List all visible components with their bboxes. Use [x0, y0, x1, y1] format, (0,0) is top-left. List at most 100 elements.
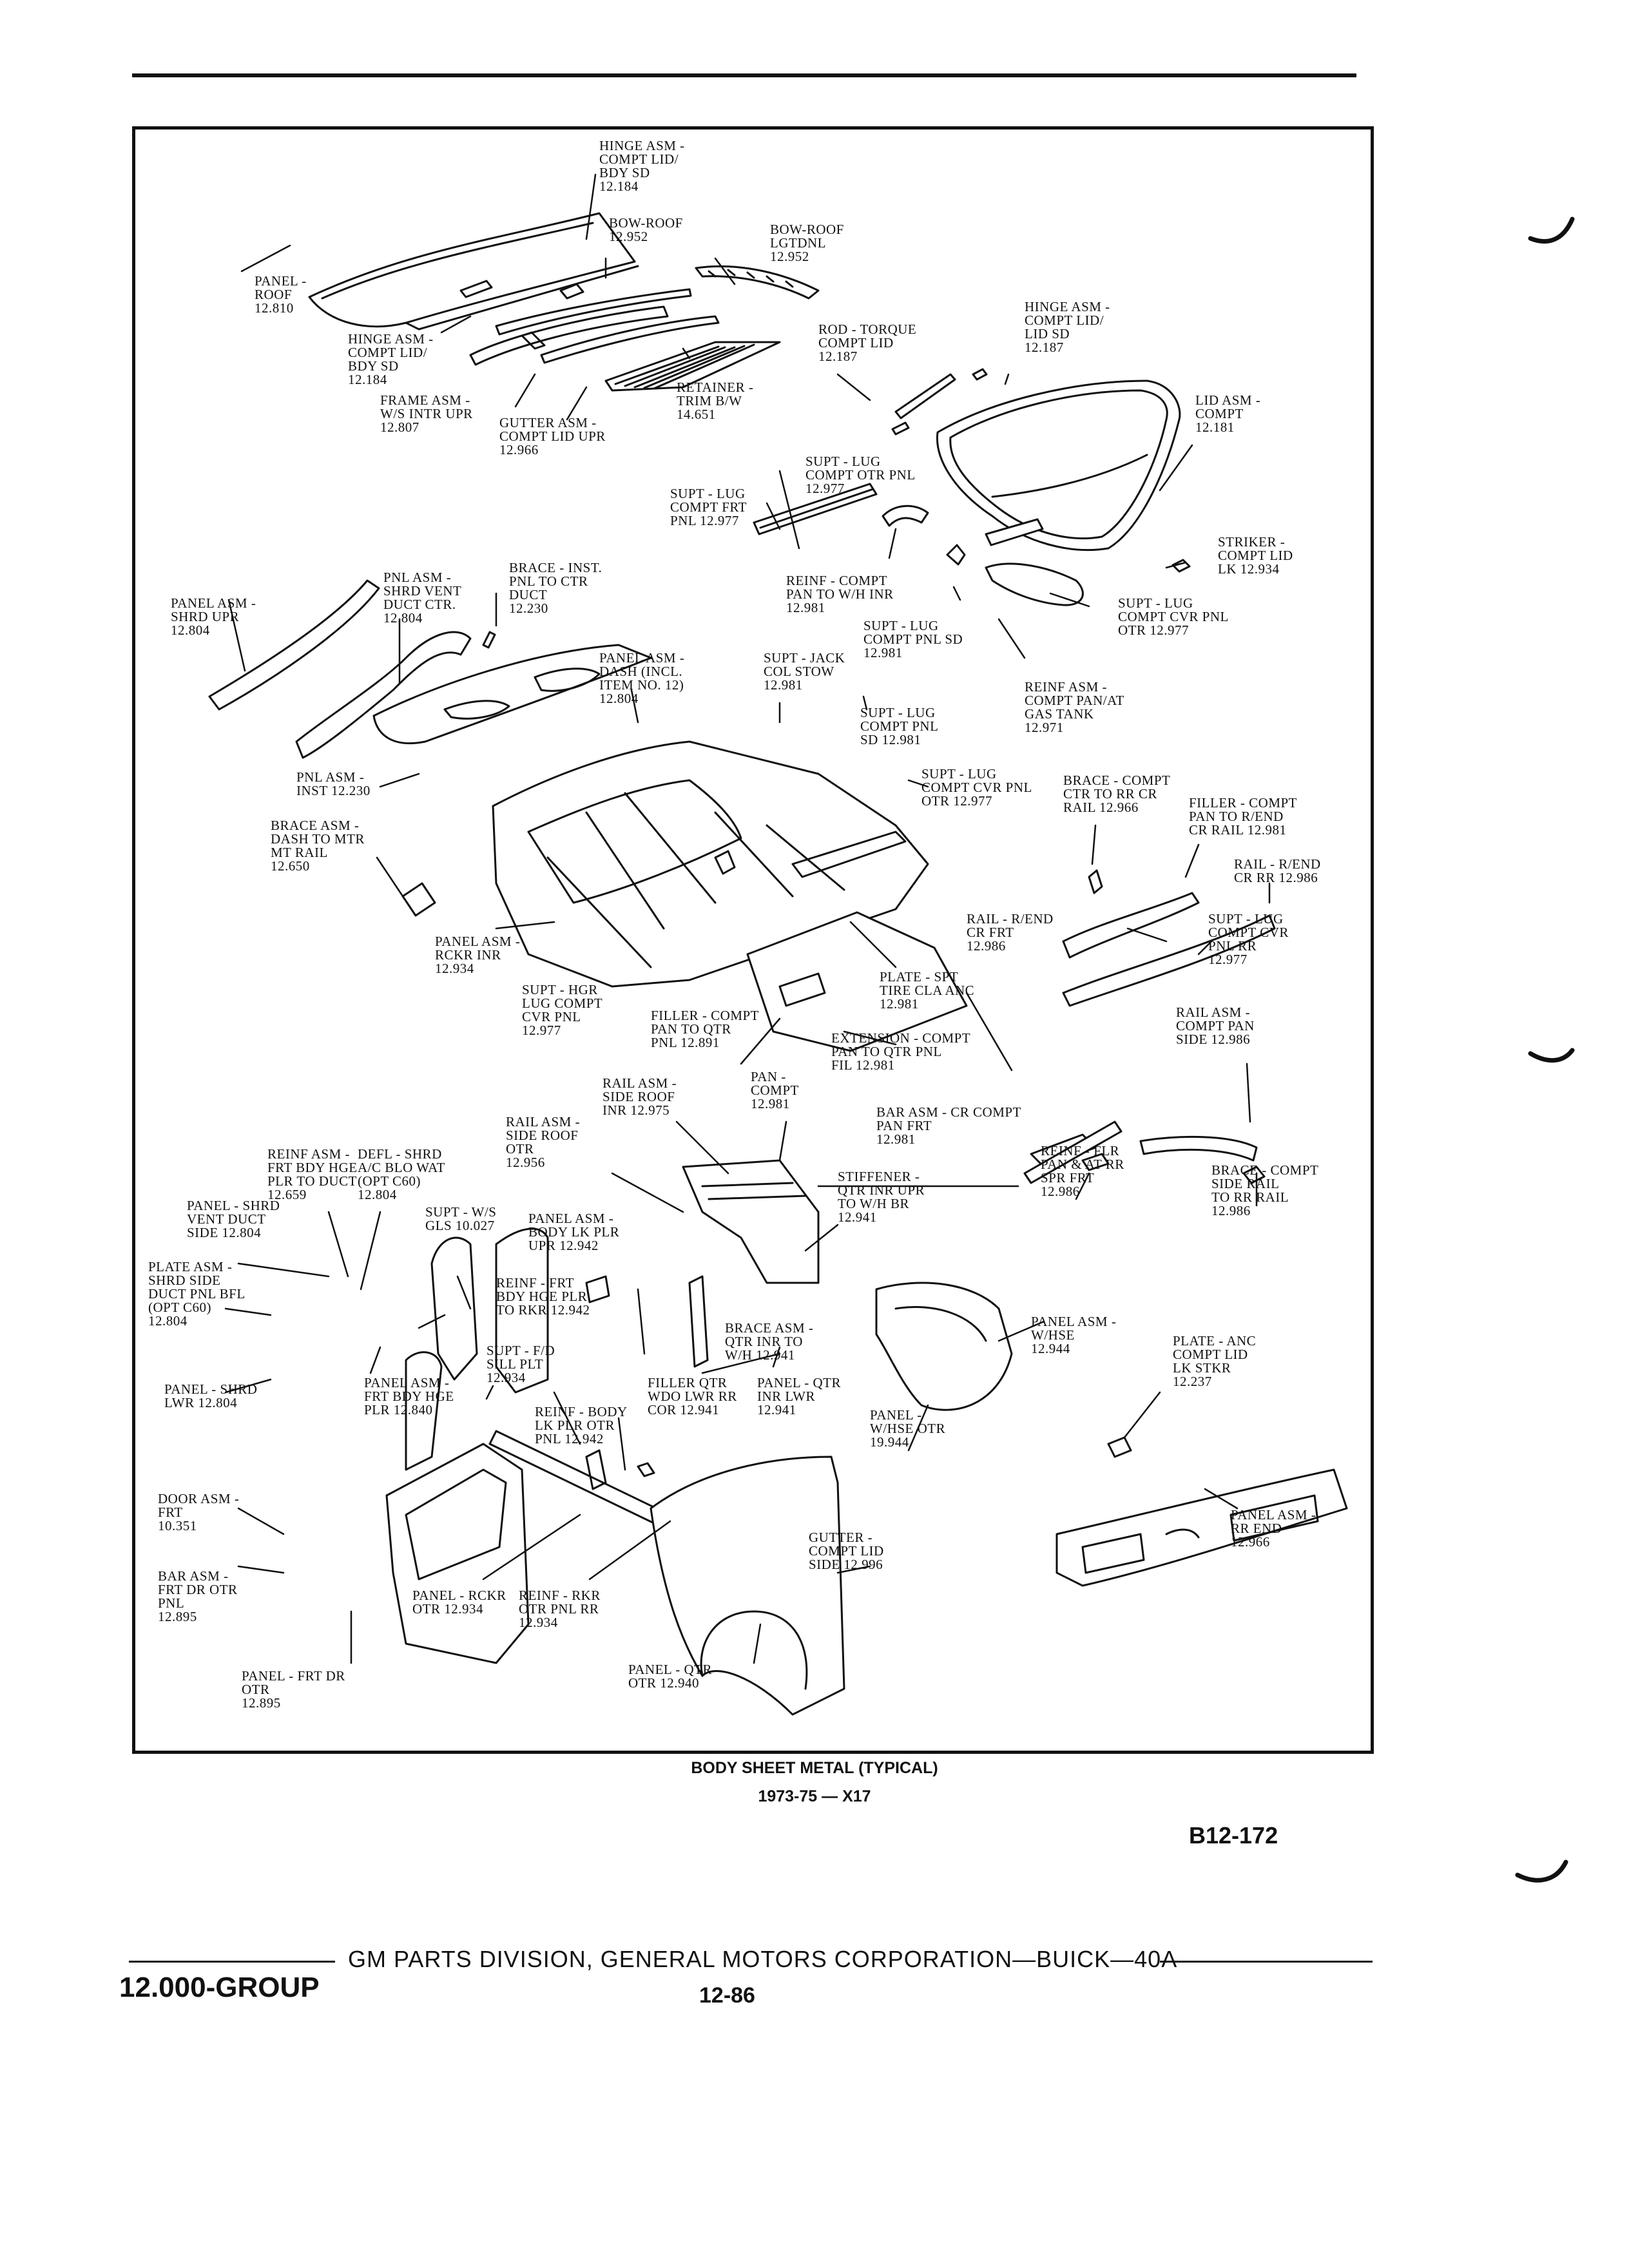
part-callout-label: RETAINER - TRIM B/W 14.651 [677, 380, 754, 422]
part-callout-label: PANEL - SHRD VENT DUCT SIDE 12.804 [187, 1198, 280, 1240]
filler-qtr-wdo-drawing [637, 1462, 655, 1477]
windshield-frame-drawing [469, 305, 669, 366]
part-callout-label: REINF - COMPT PAN TO W/H INR 12.981 [786, 573, 894, 615]
part-callout-label: DOOR ASM - FRT 10.351 [158, 1491, 240, 1533]
part-callout-label: BOW-ROOF LGTDNL 12.952 [770, 222, 844, 264]
quarter-inner-drawing [682, 1159, 820, 1284]
exploded-parts-diagram [208, 173, 1348, 1716]
part-callout-label: PLATE - SPT TIRE CLA ANC 12.981 [880, 969, 975, 1012]
part-callout-label: BAR ASM - CR COMPT PAN FRT 12.981 [876, 1104, 1021, 1147]
part-callout-label: PANEL - SHRD LWR 12.804 [164, 1381, 258, 1410]
brace-dash-mtr-rail-drawing [401, 882, 436, 917]
part-callout-label: SUPT - LUG COMPT CVR PNL RR 12.977 [1208, 911, 1289, 967]
brace-compt-ctr-drawing [1088, 869, 1103, 894]
part-callout-label: PANEL - RCKR OTR 12.934 [412, 1588, 506, 1617]
part-callout-label: SUPT - HGR LUG COMPT CVR PNL 12.977 [522, 982, 603, 1038]
part-callout-label: SUPT - W/S GLS 10.027 [425, 1204, 497, 1233]
part-callout-label: RAIL - R/END CR FRT 12.986 [967, 911, 1054, 954]
part-callout-label: REINF ASM - COMPT PAN/AT GAS TANK 12.971 [1025, 679, 1124, 735]
part-callout-label: PANEL ASM - RR END 12.966 [1231, 1507, 1316, 1550]
brace-compt-side-rail-drawing [1242, 1166, 1266, 1184]
part-callout-label: HINGE ASM - COMPT LID/ BDY SD 12.184 [348, 331, 434, 387]
floor-pan-drawing [492, 740, 929, 988]
part-callout-label: PLATE ASM - SHRD SIDE DUCT PNL BFL (OPT … [148, 1259, 246, 1329]
part-callout-label: REINF - FRT BDY HGE PLR TO RKR 12.942 [496, 1275, 590, 1318]
rear-compartment-pan-drawing [746, 911, 968, 1052]
part-callout-label: PLATE - ANC COMPT LID LK STKR 12.237 [1173, 1333, 1257, 1389]
footer-page-number: 12-86 [699, 1983, 755, 2008]
part-callout-label: PANEL ASM - W/HSE 12.944 [1031, 1314, 1117, 1356]
torque-rod-drawing [891, 373, 956, 436]
part-callout-label: PANEL ASM - SHRD UPR 12.804 [171, 595, 256, 638]
part-callout-label: DEFL - SHRD A/C BLO WAT (OPT C60) 12.804 [358, 1146, 445, 1202]
part-callout-label: RAIL ASM - SIDE ROOF OTR 12.956 [506, 1114, 581, 1170]
part-callout-label: SUPT - LUG COMPT CVR PNL OTR 12.977 [921, 766, 1032, 809]
part-callout-label: PANEL - ROOF 12.810 [255, 273, 307, 316]
part-callout-label: STRIKER - COMPT LID LK 12.934 [1218, 534, 1293, 577]
footer-rule-right [1160, 1961, 1373, 1963]
shroud-vent-duct-drawing [295, 631, 472, 759]
gutter-compt-lid-upr-drawing [540, 315, 720, 364]
front-body-hinge-pillar-drawing [430, 1227, 549, 1394]
part-callout-label: PANEL ASM - DASH (INCL. ITEM NO. 12) 12.… [599, 650, 685, 706]
reinf-compt-pan-drawing [882, 505, 929, 527]
striker-drawing [1171, 559, 1191, 573]
roof-panel-drawing [308, 212, 639, 331]
part-callout-label: PNL ASM - INST 12.230 [296, 769, 371, 798]
figure-id: B12-172 [1189, 1822, 1278, 1849]
footer-rule-left [129, 1961, 335, 1963]
part-callout-label: BRACE ASM - QTR INR TO W/H 12.941 [725, 1320, 814, 1363]
hinge-lid-side-drawing [972, 368, 988, 381]
part-callout-label: ROD - TORQUE COMPT LID 12.187 [818, 322, 917, 364]
part-callout-label: BRACE ASM - DASH TO MTR MT RAIL 12.650 [271, 818, 365, 874]
part-callout-label: SUPT - LUG COMPT CVR PNL OTR 12.977 [1118, 595, 1229, 638]
footer-group: 12.000-GROUP [119, 1972, 320, 2003]
bow-roof-lgtdnl-drawing [695, 265, 820, 300]
part-callout-label: RAIL ASM - SIDE ROOF INR 12.975 [602, 1075, 677, 1118]
part-callout-label: GUTTER ASM - COMPT LID UPR 12.966 [499, 415, 606, 457]
footer-publisher: GM PARTS DIVISION, GENERAL MOTORS CORPOR… [348, 1946, 1178, 1972]
bar-compt-pan-frt-drawing [1023, 1120, 1123, 1184]
part-callout-label: PNL ASM - SHRD VENT DUCT CTR. 12.804 [383, 570, 462, 626]
leader-lines [224, 173, 1271, 1664]
punch-mark [1528, 1048, 1575, 1063]
part-callout-label: BRACE - COMPT CTR TO RR CR RAIL 12.966 [1063, 773, 1171, 815]
part-callout-label: RAIL - R/END CR RR 12.986 [1234, 856, 1321, 885]
part-callout-label: SUPT - LUG COMPT PNL SD 12.981 [860, 705, 939, 747]
part-callout-label: SUPT - F/D SILL PLT 12.934 [487, 1343, 555, 1385]
reinf-frt-bdy-hge-plr-drawing [585, 1275, 610, 1303]
part-callout-label: PANEL - QTR OTR 12.940 [628, 1662, 712, 1691]
reinf-flr-pan-drawing [1081, 1153, 1110, 1171]
part-callout-label: PANEL - QTR INR LWR 12.941 [757, 1375, 841, 1418]
part-callout-label: BOW-ROOF 12.952 [609, 215, 683, 244]
part-callout-label: FILLER - COMPT PAN TO R/END CR RAIL 12.9… [1189, 795, 1298, 838]
part-callout-label: REINF - RKR OTR PNL RR 12.934 [519, 1588, 601, 1630]
brace-inst-pnl-drawing [482, 631, 496, 649]
part-callout-label: GUTTER - COMPT LID SIDE 12.996 [809, 1530, 884, 1572]
top-rule [132, 73, 1356, 77]
part-callout-label: REINF - BODY LK PLR OTR PNL 12.942 [535, 1404, 628, 1446]
part-callout-label: STIFFENER - QTR INR UPR TO W/H BR 12.941 [838, 1169, 925, 1225]
part-callout-label: LID ASM - COMPT 12.181 [1195, 392, 1261, 435]
part-callout-label: PANEL - W/HSE OTR 19.944 [870, 1407, 946, 1450]
part-callout-label: REINF - FLR PAN & AT RR SPR FRT 12.986 [1041, 1143, 1124, 1199]
supt-lug-compt-frt-pnl-drawing [753, 483, 878, 535]
plate-anc-compt-lid-drawing [1107, 1436, 1132, 1458]
part-callout-label: SUPT - LUG COMPT PNL SD 12.981 [863, 618, 963, 660]
supt-lug-compt-pnl-sd-drawing [946, 544, 966, 566]
part-callout-label: FILLER QTR WDO LWR RR COR 12.941 [648, 1375, 737, 1418]
part-callout-label: FRAME ASM - W/S INTR UPR 12.807 [380, 392, 473, 435]
body-lock-pillar-drawing [688, 1275, 709, 1368]
part-callout-label: EXTENSION - COMPT PAN TO QTR PNL FIL 12.… [831, 1030, 971, 1073]
part-callout-label: PANEL ASM - FRT BDY HGE PLR 12.840 [364, 1375, 454, 1418]
figure-caption-title: BODY SHEET METAL (TYPICAL) [691, 1759, 938, 1777]
part-callout-label: HINGE ASM - COMPT LID/ BDY SD 12.184 [599, 138, 685, 194]
part-callout-label: RAIL ASM - COMPT PAN SIDE 12.986 [1176, 1004, 1255, 1047]
dash-panel-drawing [372, 644, 652, 745]
quarter-outer-panel-drawing [650, 1456, 845, 1716]
part-callout-label: PANEL ASM - BODY LK PLR UPR 12.942 [528, 1211, 620, 1253]
part-callout-label: SUPT - LUG COMPT OTR PNL 12.977 [805, 454, 916, 496]
shroud-upr-drawing [208, 579, 380, 711]
punch-mark [1528, 216, 1575, 244]
